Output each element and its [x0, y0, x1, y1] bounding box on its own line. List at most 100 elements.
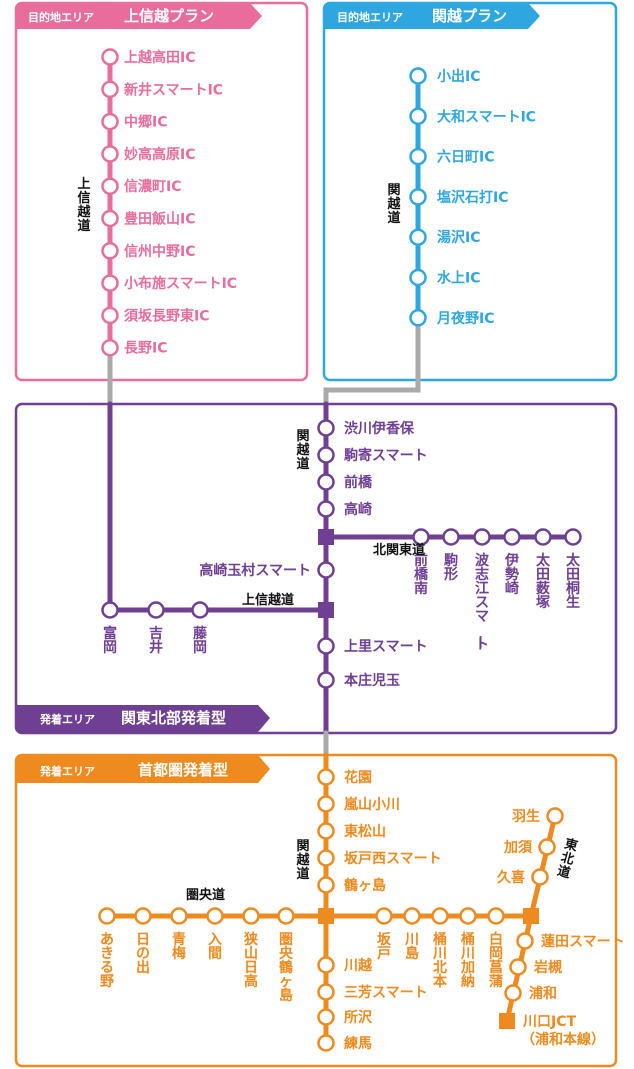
station-kanetsu-north-2-label: 前橋 — [344, 474, 373, 491]
station-kita-kanto-1-label: 駒形 — [444, 552, 458, 583]
station-tohoku-south-0-node — [516, 932, 534, 950]
station-kenodo-west-3-label: 入間 — [208, 932, 222, 962]
station-kenodo-east-4-label: 白岡菖蒲 — [489, 931, 503, 990]
junction-tsurugashima — [318, 908, 334, 924]
station-joshinetsu-branch-2-label: 藤岡 — [193, 625, 208, 656]
station-tohoku-south-1-node — [509, 958, 527, 976]
station-kita-kanto-3-node — [503, 528, 521, 546]
station-kanetsu-5-node — [409, 268, 427, 287]
junction-joshinetsu — [318, 602, 334, 618]
station-joshinetsu-branch-2-node — [191, 601, 209, 619]
area-tab-kanto-north — [16, 705, 270, 732]
station-joshinetsu-9-node — [101, 338, 119, 357]
station-kanetsu-metro-4-node — [317, 876, 335, 894]
station-kanetsu-2-label: 六日町IC — [437, 149, 494, 166]
station-kanetsu-4-label: 湯沢IC — [437, 229, 480, 246]
station-joshinetsu-5-node — [101, 209, 119, 228]
junction-kuki — [523, 908, 539, 924]
station-joshinetsu-7-node — [101, 274, 119, 292]
station-joshinetsu-2-node — [101, 112, 119, 131]
station-kita-kanto-5-label: 太田桐生 — [566, 552, 581, 611]
station-kanetsu-metro-0-label: 花園 — [344, 769, 372, 786]
station-tohoku-south-2-node — [504, 984, 522, 1002]
station-kanetsu-metro-3-label: 坂戸西スマート — [344, 850, 442, 867]
station-kanetsu-tokyo-3-label: 練馬 — [344, 1035, 372, 1052]
station-joshinetsu-0-label: 上越高田IC — [124, 49, 195, 66]
station-tohoku-south-1-label: 岩槻 — [533, 959, 562, 976]
station-kenodo-east-3-node — [459, 907, 477, 925]
station-joshinetsu-7-label: 小布施スマートIC — [124, 275, 237, 292]
station-kenodo-west-5-node — [277, 907, 295, 925]
station-kenodo-east-2-node — [431, 907, 449, 925]
station-joshinetsu-branch-1-node — [147, 601, 165, 619]
station-joshinetsu-6-node — [101, 242, 119, 260]
road-label-tohoku: 東北道 — [555, 836, 579, 882]
road-label-kanetsu-low: 関越道 — [295, 839, 310, 882]
station-kanetsu-tokyo-0-label: 川越 — [343, 957, 373, 974]
station-joshinetsu-9-label: 長野IC — [124, 341, 167, 357]
area-tab-kanetsu-name: 関越プラン — [432, 7, 507, 25]
area-tab-kanetsu — [324, 3, 540, 29]
station-kenodo-east-3-label: 桶川加納 — [460, 931, 475, 990]
station-kanetsu-metro-1-node — [317, 795, 335, 813]
station-kanetsu-3-label: 塩沢石打IC — [437, 189, 508, 206]
station-kanetsu-north-2-node — [317, 473, 335, 491]
station-kita-kanto-5-node — [564, 528, 582, 546]
station-tohoku-south-2-label: 浦和 — [529, 985, 557, 1002]
station-kanetsu-north-3-label: 高崎 — [344, 501, 372, 518]
area-tab-kanto-north-prefix: 発着エリア — [39, 712, 95, 726]
station-joshinetsu-1-node — [101, 80, 119, 99]
station-kita-kanto-2-node — [473, 528, 491, 546]
station-takasaki-tamamura-node — [317, 561, 335, 579]
station-kita-kanto-3-label: 伊勢崎 — [504, 552, 519, 597]
station-kanetsu-2-node — [409, 147, 427, 166]
station-joshinetsu-8-label: 須坂長野東IC — [123, 307, 209, 324]
road-label-kenodo: 圏央道 — [186, 887, 225, 903]
station-kanetsu-metro-2-node — [317, 822, 335, 840]
station-kenodo-west-1-node — [134, 907, 152, 925]
station-kanetsu-metro-0-node — [317, 768, 335, 786]
station-joshinetsu-branch-1-label: 吉井 — [149, 625, 163, 656]
station-tohoku-north-2-node — [531, 868, 549, 886]
station-kanetsu-south-0-node — [317, 637, 335, 655]
station-kanetsu-south-1-label: 本庄児玉 — [344, 672, 400, 689]
station-kanetsu-metro-4-label: 鶴ヶ島 — [344, 877, 386, 894]
station-kanetsu-6-label: 月夜野IC — [436, 310, 494, 327]
station-kanetsu-tokyo-1-label: 三芳スマート — [344, 984, 428, 1001]
station-kanetsu-north-1-label: 駒寄スマート — [344, 447, 428, 464]
station-kenodo-west-4-node — [242, 907, 260, 925]
area-tab-shutoken — [16, 755, 270, 783]
station-joshinetsu-branch-0-label: 富岡 — [103, 625, 117, 656]
area-tab-shutoken-name: 首都圏発着型 — [138, 761, 228, 779]
route-connector-gray-2 — [323, 315, 421, 407]
station-kenodo-west-2-label: 青梅 — [172, 931, 186, 962]
station-kanetsu-0-label: 小出IC — [437, 68, 480, 85]
station-kanetsu-north-0-label: 渋川伊香保 — [344, 420, 415, 437]
station-joshinetsu-5-label: 豊田飯山IC — [124, 211, 195, 228]
station-joshinetsu-1-label: 新井スマートIC — [124, 81, 223, 98]
station-kanetsu-0-node — [409, 67, 427, 85]
station-kita-kanto-4-node — [534, 528, 552, 546]
station-kanetsu-metro-1-label: 嵐山小川 — [343, 797, 400, 813]
area-tab-shutoken-prefix: 発着エリア — [39, 764, 95, 778]
junction-kita-kanto — [318, 529, 334, 545]
station-kenodo-west-0-node — [98, 907, 116, 925]
junction-kawaguchi — [499, 1013, 515, 1029]
station-kenodo-west-4-label: 狭山日高 — [243, 931, 259, 990]
area-box-kanto-north — [14, 402, 618, 735]
station-tohoku-north-1-label: 加須 — [503, 840, 533, 856]
station-kenodo-east-1-node — [403, 907, 421, 925]
station-kenodo-west-2-node — [170, 907, 188, 925]
station-tohoku-north-1-node — [538, 838, 556, 856]
station-kenodo-west-0-label: あきる野 — [100, 932, 114, 990]
station-kita-kanto-2-label: 波志江スマート — [471, 552, 490, 653]
station-tohoku-north-0-label: 羽生 — [512, 808, 540, 825]
station-kanetsu-4-node — [409, 228, 427, 246]
station-kenodo-east-0-node — [375, 907, 393, 925]
station-kanetsu-south-1-node — [317, 671, 335, 689]
station-takasaki-tamamura-label: 高崎玉村スマート — [199, 562, 311, 579]
road-label-kanetsu-mid: 関越道 — [295, 429, 310, 472]
station-kanetsu-north-0-node — [317, 419, 335, 437]
station-kanetsu-tokyo-3-node — [317, 1034, 335, 1052]
